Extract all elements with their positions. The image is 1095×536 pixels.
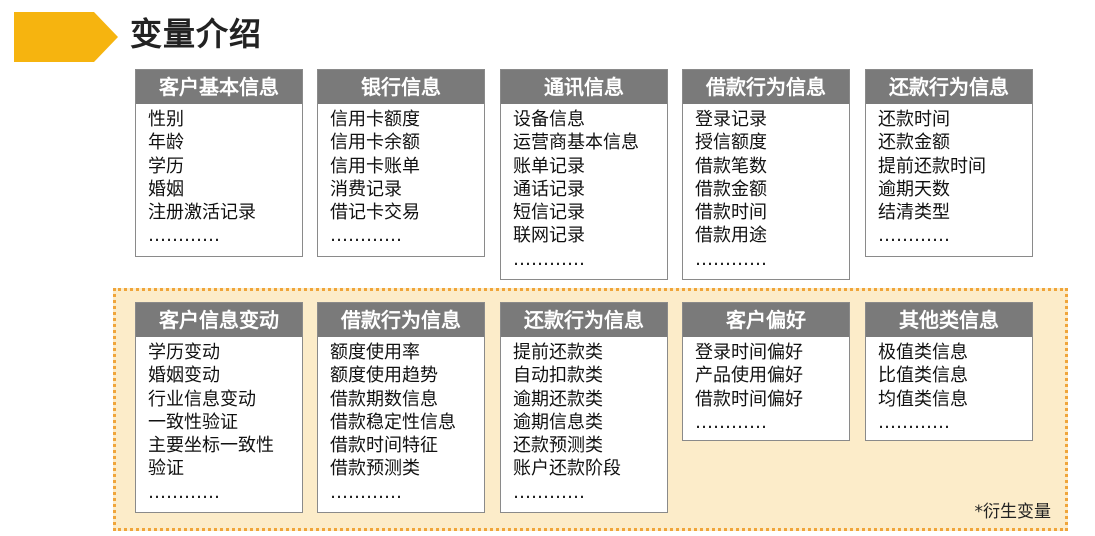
list-item: 结清类型 [878,202,950,224]
card-header: 还款行为信息 [501,303,667,337]
card-customer-preference: 客户偏好 登录时间偏好 产品使用偏好 借款时间偏好 ………… [682,302,850,441]
list-item: 借款时间特征 [330,435,438,457]
list-item: ………… [878,411,950,433]
list-item: 借款笔数 [695,155,767,177]
list-item: 账单记录 [513,155,585,177]
list-item: 主要坐标一致性 [148,435,274,457]
card-item-list: 设备信息 运营商基本信息 账单记录 通话记录 短信记录 联网记录 ………… [501,104,667,271]
list-item: 额度使用趋势 [330,365,438,387]
list-item: 产品使用偏好 [695,365,803,387]
card-bank-info: 银行信息 信用卡额度 信用卡余额 信用卡账单 消费记录 借记卡交易 ………… [317,69,485,257]
list-item: 授信额度 [695,132,767,154]
list-item: 账户还款阶段 [513,458,621,480]
list-item: 额度使用率 [330,342,420,363]
card-other-info: 其他类信息 极值类信息 比值类信息 均值类信息 ………… [865,302,1033,441]
list-item: 运营商基本信息 [513,132,639,154]
list-item: 逾期还款类 [513,388,603,410]
list-item: 登录记录 [695,109,767,130]
list-item: 借款预测类 [330,458,420,480]
list-item: 信用卡账单 [330,155,420,177]
derived-footnote: *衍生变量 [974,502,1052,522]
list-item: 借款金额 [695,178,767,200]
list-item: 短信记录 [513,202,585,224]
list-item: ………… [878,225,950,247]
card-item-list: 提前还款类 自动扣款类 逾期还款类 逾期信息类 还款预测类 账户还款阶段 ………… [501,337,667,504]
list-item: 提前还款类 [513,342,603,363]
card-header: 其他类信息 [866,303,1032,337]
card-item-list: 性别 年龄 学历 婚姻 注册激活记录 ………… [136,104,302,248]
list-item: 消费记录 [330,178,402,200]
card-telecom-info: 通讯信息 设备信息 运营商基本信息 账单记录 通话记录 短信记录 联网记录 ……… [500,69,668,280]
list-item: 信用卡余额 [330,132,420,154]
list-item: 均值类信息 [878,388,968,410]
list-item: 一致性验证 [148,411,238,433]
card-customer-info-change: 客户信息变动 学历变动 婚姻变动 行业信息变动 一致性验证 主要坐标一致性 验证… [135,302,303,513]
list-item: 自动扣款类 [513,365,603,387]
list-item: 学历变动 [148,342,220,363]
list-item: 借款时间 [695,202,767,224]
list-item: ………… [695,248,767,270]
card-repayment-behavior-info: 还款行为信息 还款时间 还款金额 提前还款时间 逾期天数 结清类型 ………… [865,69,1033,257]
card-derived-repayment-behavior: 还款行为信息 提前还款类 自动扣款类 逾期还款类 逾期信息类 还款预测类 账户还… [500,302,668,513]
card-header: 银行信息 [318,70,484,104]
list-item: 借款用途 [695,225,767,247]
card-header: 客户基本信息 [136,70,302,104]
list-item: 联网记录 [513,225,585,247]
list-item: 登录时间偏好 [695,342,803,363]
card-header: 还款行为信息 [866,70,1032,104]
card-header: 通讯信息 [501,70,667,104]
list-item: 借款稳定性信息 [330,411,456,433]
list-item: 年龄 [148,132,184,154]
title-arrow-icon [14,12,118,62]
list-item: 极值类信息 [878,342,968,363]
list-item: 性别 [148,109,184,130]
card-item-list: 登录时间偏好 产品使用偏好 借款时间偏好 ………… [683,337,849,434]
card-header: 客户信息变动 [136,303,302,337]
list-item: 婚姻变动 [148,365,220,387]
list-item: 还款时间 [878,109,950,130]
list-item: 逾期天数 [878,178,950,200]
list-item: ………… [695,411,767,433]
list-item: 行业信息变动 [148,388,256,410]
page-title: 变量介绍 [130,15,263,53]
card-customer-basic-info: 客户基本信息 性别 年龄 学历 婚姻 注册激活记录 ………… [135,69,303,257]
list-item: 借记卡交易 [330,202,420,224]
list-item: 逾期信息类 [513,411,603,433]
list-item: ………… [148,225,220,247]
card-item-list: 极值类信息 比值类信息 均值类信息 ………… [866,337,1032,434]
list-item: ………… [148,481,220,503]
card-header: 客户偏好 [683,303,849,337]
list-item: ………… [330,481,402,503]
list-item: ………… [513,481,585,503]
list-item: 比值类信息 [878,365,968,387]
list-item: 信用卡额度 [330,109,420,130]
list-item: ………… [513,248,585,270]
list-item: 通话记录 [513,178,585,200]
card-item-list: 额度使用率 额度使用趋势 借款期数信息 借款稳定性信息 借款时间特征 借款预测类… [318,337,484,504]
card-item-list: 信用卡额度 信用卡余额 信用卡账单 消费记录 借记卡交易 ………… [318,104,484,248]
list-item: 还款金额 [878,132,950,154]
list-item: 验证 [148,458,184,480]
list-item: 借款时间偏好 [695,388,803,410]
list-item: 学历 [148,155,184,177]
card-derived-loan-behavior: 借款行为信息 额度使用率 额度使用趋势 借款期数信息 借款稳定性信息 借款时间特… [317,302,485,513]
card-item-list: 学历变动 婚姻变动 行业信息变动 一致性验证 主要坐标一致性 验证 ………… [136,337,302,504]
list-item: ………… [330,225,402,247]
list-item: 设备信息 [513,109,585,130]
card-header: 借款行为信息 [683,70,849,104]
list-item: 借款期数信息 [330,388,438,410]
list-item: 还款预测类 [513,435,603,457]
list-item: 提前还款时间 [878,155,986,177]
list-item: 婚姻 [148,178,184,200]
card-item-list: 登录记录 授信额度 借款笔数 借款金额 借款时间 借款用途 ………… [683,104,849,271]
card-item-list: 还款时间 还款金额 提前还款时间 逾期天数 结清类型 ………… [866,104,1032,248]
card-loan-behavior-info: 借款行为信息 登录记录 授信额度 借款笔数 借款金额 借款时间 借款用途 ………… [682,69,850,280]
card-header: 借款行为信息 [318,303,484,337]
list-item: 注册激活记录 [148,202,256,224]
